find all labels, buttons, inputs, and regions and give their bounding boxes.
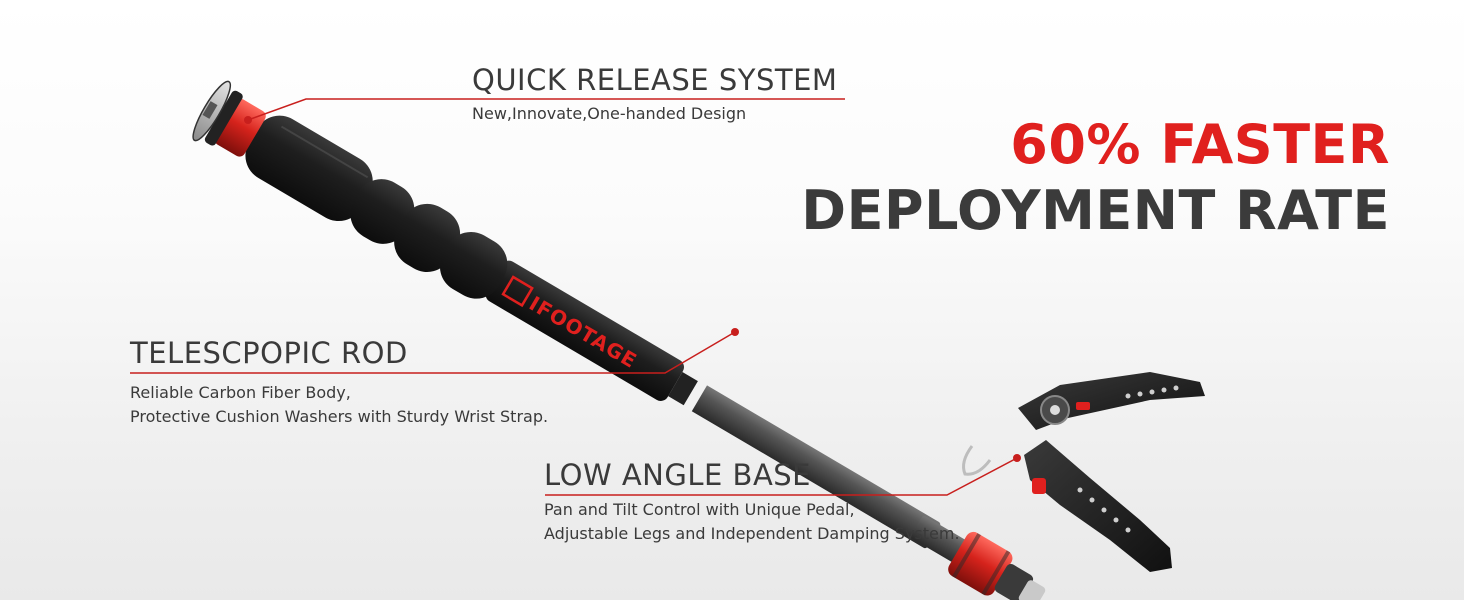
leader-quick-release <box>247 98 845 121</box>
leader-rod <box>130 331 736 374</box>
callout-description: Pan and Tilt Control with Unique Pedal, … <box>544 498 960 546</box>
callout-title: QUICK RELEASE SYSTEM <box>472 63 838 97</box>
wrist-strap-clip <box>962 445 992 476</box>
headline-line-2: DEPLOYMENT RATE <box>801 179 1390 242</box>
description-line: Protective Cushion Washers with Sturdy W… <box>130 407 549 426</box>
callout-description: New,Innovate,One-handed Design <box>472 102 837 126</box>
callout-description: Reliable Carbon Fiber Body, Protective C… <box>130 381 548 429</box>
carbon-tube <box>660 367 941 549</box>
callout-title: LOW ANGLE BASE <box>544 458 812 492</box>
callout-rod: TELESCPOPIC ROD Reliable Carbon Fiber Bo… <box>130 339 548 429</box>
foam-grip <box>245 115 508 299</box>
description-line: Adjustable Legs and Independent Damping … <box>544 524 960 543</box>
description-line: New,Innovate,One-handed Design <box>472 104 747 123</box>
base-legs <box>962 372 1205 572</box>
callout-title: TELESCPOPIC ROD <box>130 336 408 370</box>
leader-base <box>545 457 1018 496</box>
headline: 60% FASTER DEPLOYMENT RATE <box>801 118 1390 238</box>
lower-leg <box>1024 440 1172 572</box>
foam-sleeve <box>485 260 684 401</box>
monopod-pole: IFOOTAGE <box>192 80 1046 600</box>
headline-line-1: 60% FASTER <box>1010 113 1390 176</box>
quick-release-collar <box>214 98 266 157</box>
callout-base: LOW ANGLE BASE Pan and Tilt Control with… <box>544 461 960 546</box>
description-line: Reliable Carbon Fiber Body, <box>130 383 351 402</box>
lower-red-collar <box>948 531 1013 596</box>
red-release-button <box>1076 402 1090 410</box>
description-line: Pan and Tilt Control with Unique Pedal, <box>544 500 855 519</box>
callout-leaders <box>130 98 1021 496</box>
callout-quick-release: QUICK RELEASE SYSTEM New,Innovate,One-ha… <box>472 66 837 126</box>
